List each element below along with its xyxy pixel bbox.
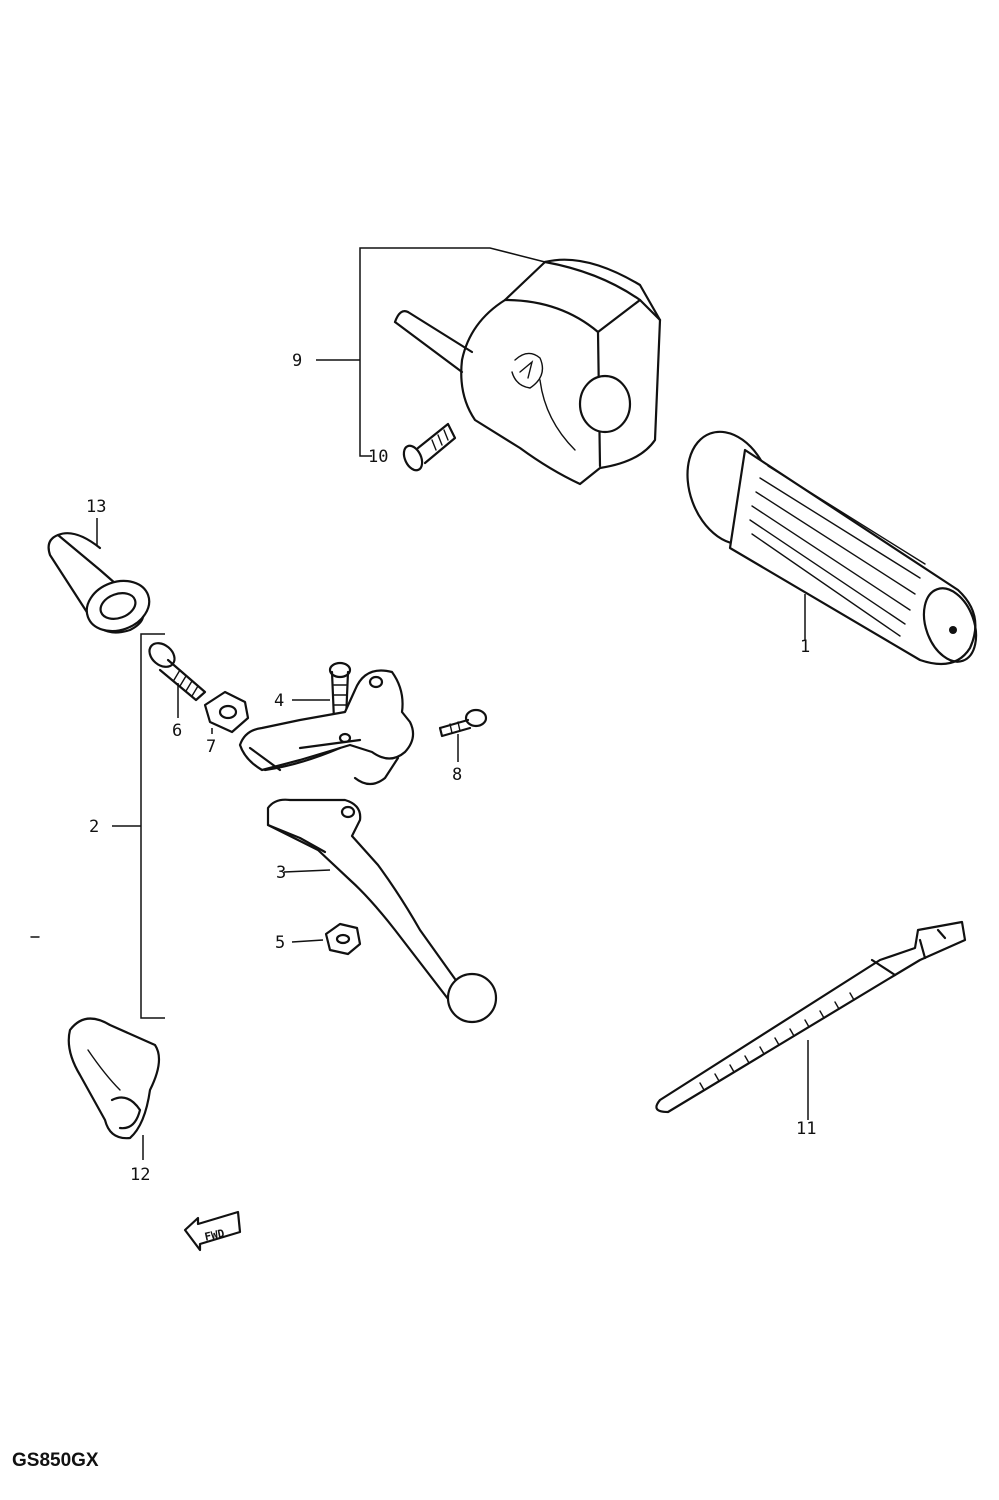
callout-7: 7 <box>206 737 216 757</box>
bracket-2 <box>112 633 165 1019</box>
callout-labels: 1 2 3 4 5 6 7 8 9 10 11 12 13 <box>86 351 816 1185</box>
model-code: GS850GX <box>12 1450 99 1471</box>
handlebar-switch-icon <box>393 258 662 486</box>
callout-13: 13 <box>86 497 106 517</box>
callout-1: 1 <box>800 637 810 657</box>
handlebar-grip-icon <box>686 430 978 666</box>
pivot-bolt-icon <box>328 661 352 722</box>
clutch-lever-icon <box>266 798 498 1024</box>
leader-lines <box>96 518 809 1160</box>
callout-12: 12 <box>130 1165 150 1185</box>
callout-5: 5 <box>275 933 285 953</box>
screw-icon <box>402 422 457 472</box>
screw-icon <box>438 708 488 738</box>
cable-tie-icon <box>655 920 967 1114</box>
callout-8: 8 <box>452 765 462 785</box>
callout-10: 10 <box>368 447 388 467</box>
callout-2: 2 <box>89 817 99 837</box>
lever-holder-icon <box>238 669 415 786</box>
fwd-arrow-icon: FWD <box>183 1210 242 1252</box>
fwd-arrow-label: FWD <box>203 1227 226 1244</box>
callout-9: 9 <box>292 351 302 371</box>
callout-3: 3 <box>276 863 286 883</box>
bolt-icon <box>148 642 207 702</box>
callout-11: 11 <box>796 1119 816 1139</box>
nut-icon <box>203 690 250 734</box>
callout-6: 6 <box>172 721 182 741</box>
grip-sleeve-icon <box>47 532 151 634</box>
callout-4: 4 <box>274 691 284 711</box>
bracket-9-10 <box>316 247 546 457</box>
lever-cover-icon <box>67 1017 161 1140</box>
nut-icon <box>324 922 362 956</box>
